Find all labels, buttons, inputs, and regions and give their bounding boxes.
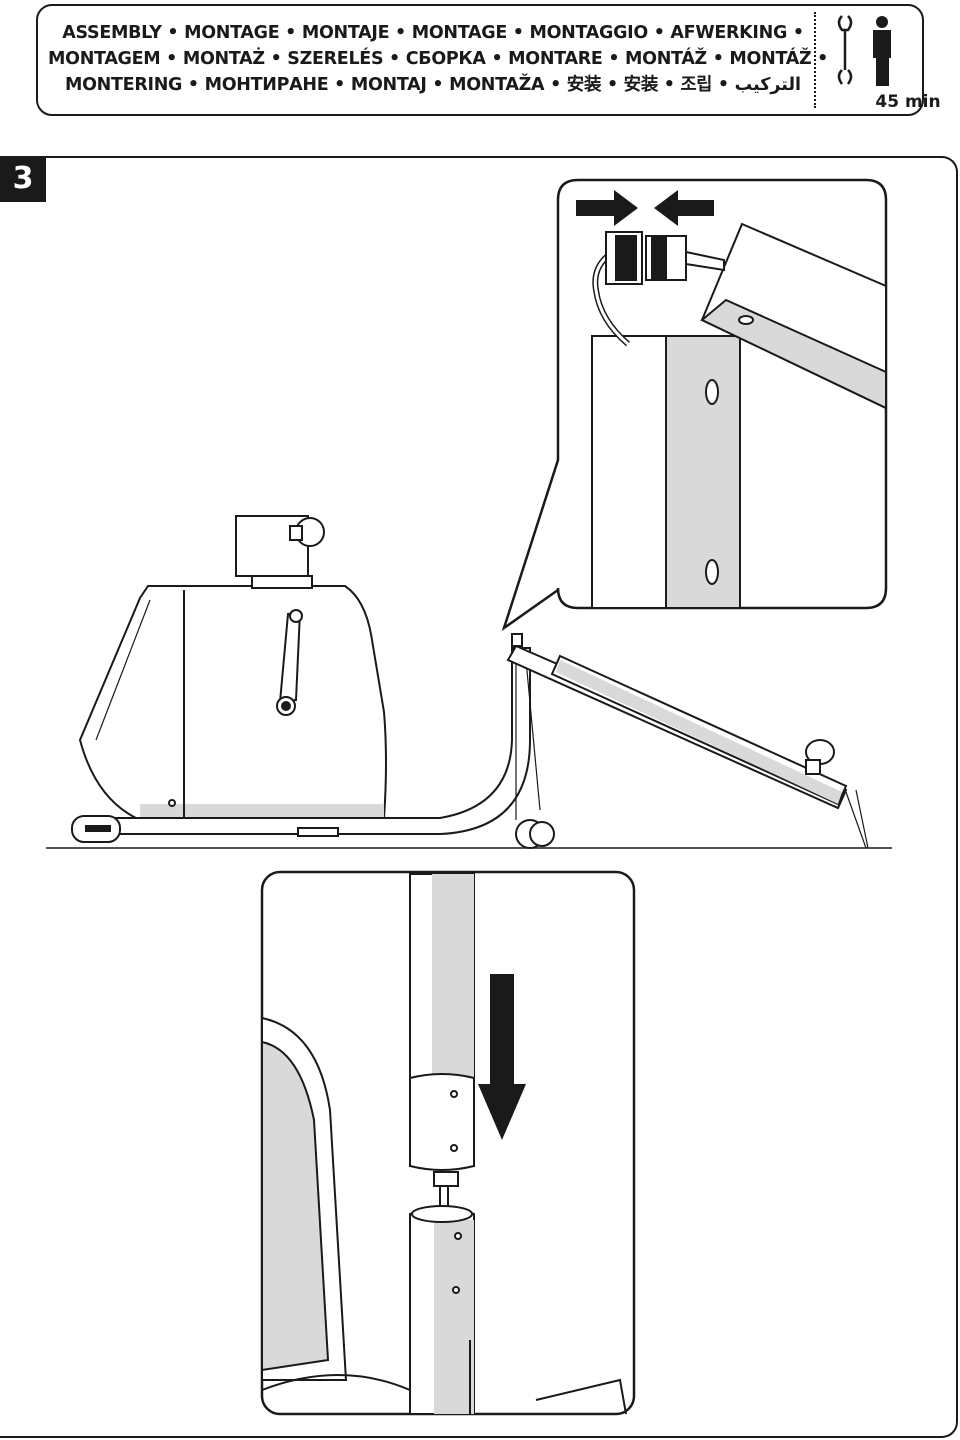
header-icons (837, 15, 891, 86)
title-line-1: ASSEMBLY • MONTAGE • MONTAJE • MONTAGE •… (62, 23, 804, 43)
title-line-3: MONTERING • МОНТИРАНЕ • MONTAJ • MONTAŽA… (64, 75, 802, 95)
tube-insert-detail (261, 873, 627, 1415)
assembly-title-lines: ASSEMBLY • MONTAGE • MONTAJE • MONTAGE •… (48, 20, 829, 98)
person-icon (873, 16, 891, 86)
arrow-down-icon (478, 974, 526, 1140)
step-panel (0, 156, 958, 1438)
connector-detail (591, 222, 887, 609)
header-divider (814, 12, 816, 108)
base-frame (71, 647, 555, 849)
arrow-left-icon (654, 190, 714, 226)
duration-label: 45 min (875, 92, 941, 112)
rear-tube (506, 633, 869, 849)
bike-body (78, 515, 387, 822)
title-line-2: MONTAGEM • MONTAŻ • SZERELÉS • СБОРКА • … (48, 49, 829, 69)
step-number-badge: 3 (0, 156, 46, 202)
assembly-header: ASSEMBLY • MONTAGE • MONTAJE • MONTAGE •… (36, 4, 941, 116)
arrow-right-icon (576, 190, 638, 226)
wrench-icon (837, 15, 853, 85)
